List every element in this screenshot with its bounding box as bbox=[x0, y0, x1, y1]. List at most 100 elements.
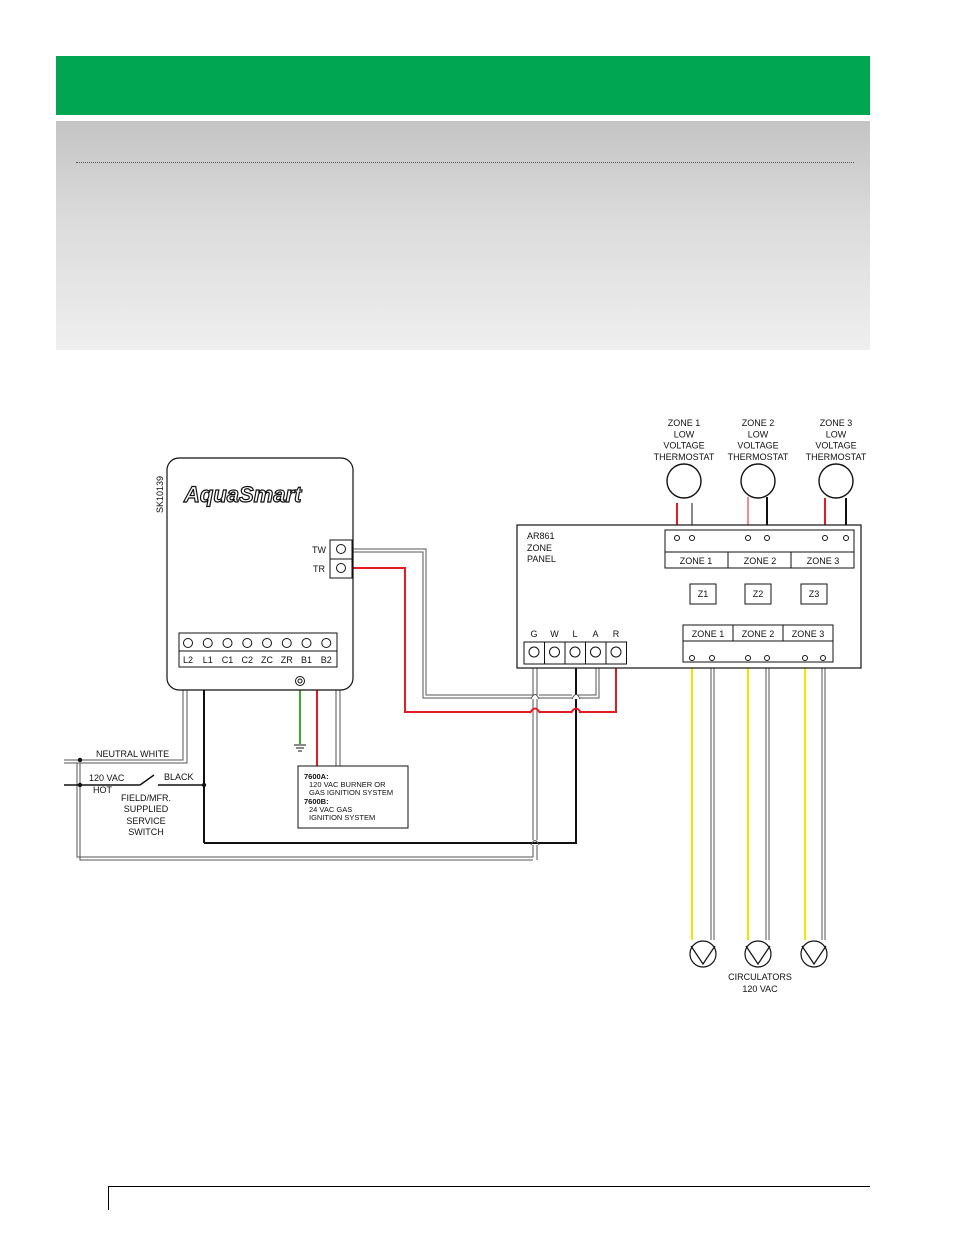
zone-panel-title-line3: PANEL bbox=[527, 554, 556, 564]
footer-tick bbox=[108, 1186, 109, 1210]
switch-label-line1: FIELD/MFR. bbox=[121, 793, 171, 803]
ground-screw-inner bbox=[297, 678, 303, 684]
hop-l-white bbox=[571, 694, 581, 700]
thermostat-label-line: THERMOSTAT bbox=[806, 452, 867, 462]
circulator-pump-2 bbox=[744, 940, 772, 968]
controller-terminal-c2 bbox=[242, 638, 253, 648]
aquasmart-logo: AquaSmart bbox=[183, 482, 303, 507]
hot-label-bg bbox=[86, 772, 130, 783]
thermostat-zone-label-1: ZONE 1 bbox=[680, 556, 713, 566]
header-bar bbox=[56, 56, 870, 115]
ignition-note: 7600A: 120 VAC BURNER OR GAS IGNITION SY… bbox=[297, 765, 409, 829]
thermostat-label-line: ZONE 1 bbox=[668, 418, 701, 428]
pump-arrow bbox=[690, 945, 716, 966]
controller-terminal-label: B2 bbox=[321, 655, 332, 665]
ignition-note-box bbox=[297, 765, 409, 829]
hop-g-white bbox=[530, 694, 540, 700]
wire-tw-white-cont bbox=[539, 652, 600, 699]
controller-terminal-l2 bbox=[183, 638, 193, 648]
controller-terminal-c1 bbox=[222, 638, 233, 648]
thermostat-terminal-dots bbox=[674, 535, 849, 541]
wire-c1-white bbox=[710, 660, 715, 940]
thermostat-label-line: LOW bbox=[826, 429, 847, 439]
service-switch bbox=[139, 774, 155, 786]
pump-body bbox=[800, 940, 828, 968]
zone-indicator-z2 bbox=[744, 583, 772, 605]
terminal-tr-label: TR bbox=[313, 564, 325, 574]
zone-indicator-z2-label: Z2 bbox=[753, 589, 764, 599]
panel-terminal-label: L bbox=[572, 629, 577, 639]
pump-body bbox=[689, 940, 717, 968]
ignition-note-line6: IGNITION SYSTEM bbox=[309, 813, 375, 822]
thermostat-label-line: ZONE 3 bbox=[820, 418, 853, 428]
thermostat-zone-label-2: ZONE 2 bbox=[744, 556, 777, 566]
zone-indicator-z1-label: Z1 bbox=[698, 589, 709, 599]
thermostat-dial bbox=[740, 463, 776, 499]
panel-terminal-label: R bbox=[613, 629, 620, 639]
junctions bbox=[77, 757, 207, 788]
ground-screw bbox=[295, 676, 305, 686]
thermostat-zone-label-3: ZONE 3 bbox=[807, 556, 840, 566]
ar861-zone-panel: AR861 ZONE PANEL ZONE 1 ZONE 2 ZONE 3 Z1… bbox=[516, 524, 862, 669]
footer-rule bbox=[108, 1186, 870, 1187]
zone-indicator-z3 bbox=[800, 583, 828, 605]
switch-label-line4: SWITCH bbox=[128, 827, 164, 837]
wire-g-white bbox=[532, 652, 538, 840]
pump-body bbox=[744, 940, 772, 968]
thermostat-dial bbox=[666, 463, 702, 499]
dotted-divider bbox=[76, 162, 854, 163]
panel-terminal-r bbox=[610, 646, 622, 658]
panel-terminal-label: A bbox=[592, 629, 598, 639]
panel-terminal-label: W bbox=[550, 629, 559, 639]
wire-l-black bbox=[204, 652, 577, 844]
ignition-note-line2: 120 VAC BURNER OR bbox=[309, 780, 386, 789]
wire-crossovers bbox=[529, 694, 582, 846]
thermostat-terminal-block bbox=[664, 529, 855, 569]
controller-terminal-label: C2 bbox=[241, 655, 253, 665]
wire-tw-white-inner bbox=[346, 551, 533, 699]
controller-terminal-label: B1 bbox=[301, 655, 312, 665]
thermostat-label-line: LOW bbox=[748, 429, 769, 439]
controller-housing bbox=[166, 457, 354, 691]
panel-terminal-w bbox=[549, 646, 560, 658]
switch-label-line2: SUPPLIED bbox=[124, 804, 169, 814]
thermostat-dial bbox=[818, 463, 854, 499]
controller-terminal-zr bbox=[281, 638, 292, 648]
ignition-note-line5: 24 VAC GAS bbox=[309, 805, 352, 814]
switch-label-line3: SERVICE bbox=[126, 816, 165, 826]
thermostat-label-line: VOLTAGE bbox=[737, 441, 778, 451]
zone-panel-title-line2: ZONE bbox=[527, 543, 552, 553]
hop-g-red bbox=[529, 707, 541, 714]
panel-terminal-label: G bbox=[530, 629, 537, 639]
circulators-label-line1: CIRCULATORS bbox=[728, 972, 792, 982]
hop-neutral bbox=[530, 840, 540, 846]
junction-hot bbox=[201, 782, 207, 788]
terminal-tr bbox=[336, 563, 346, 573]
neutral-label: NEUTRAL WHITE bbox=[96, 749, 169, 759]
panel-terminal-g bbox=[528, 646, 540, 658]
ignition-note-line4: 7600B: bbox=[304, 797, 329, 806]
thermostat-label-line: LOW bbox=[674, 429, 695, 439]
output-zone-label-1: ZONE 1 bbox=[692, 629, 725, 639]
thermostat-label-line: THERMOSTAT bbox=[728, 452, 789, 462]
controller-terminal-zc bbox=[262, 638, 272, 648]
black-label: BLACK bbox=[164, 772, 194, 782]
zone-indicator-z3-label: Z3 bbox=[809, 589, 820, 599]
controller-terminal-b1 bbox=[301, 638, 312, 648]
output-zone-label-2: ZONE 2 bbox=[742, 629, 775, 639]
zone-panel-title-line1: AR861 bbox=[527, 531, 555, 541]
circulator-pump-3 bbox=[800, 940, 828, 968]
wire-neutral-up bbox=[532, 845, 538, 860]
wire-neutral-loop bbox=[76, 763, 533, 861]
junction-hot-left bbox=[77, 782, 83, 788]
controller-terminal-label: C1 bbox=[222, 655, 234, 665]
panel-terminal-a bbox=[590, 646, 601, 658]
controller-terminal-l1 bbox=[202, 638, 213, 648]
hot-label-line2: HOT bbox=[93, 785, 113, 795]
wire-c3-white bbox=[821, 660, 826, 940]
